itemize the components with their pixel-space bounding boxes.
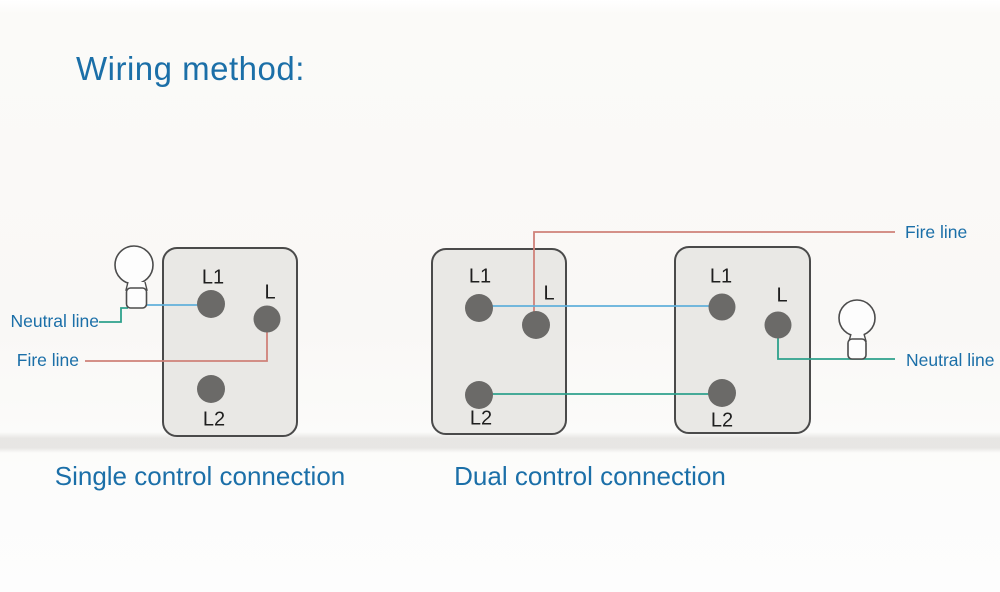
page-title: Wiring method: [76,50,305,87]
terminal-label-l1: L1 [201,266,225,289]
terminal-label-l2: L2 [469,407,493,430]
watermark-band [0,432,1000,453]
terminal-l2 [708,379,736,407]
neutral-line-label: Neutral line [906,350,995,370]
light-bulb-icon [114,245,154,309]
terminal-l1 [197,290,225,318]
neutral-line-label: Neutral line [10,311,99,331]
single-neutral-wire [99,307,128,323]
terminal-l [764,311,792,339]
dual-fire-wire [533,231,895,313]
single-control-caption: Single control connection [54,461,346,491]
terminal-l [253,305,281,333]
light-bulb-icon [838,299,876,360]
terminal-l2 [465,381,493,409]
terminal-label-l1: L1 [709,265,733,288]
terminal-label-l1: L1 [468,265,492,288]
terminal-label-l: L [776,284,788,307]
dual-switch-right-body [674,246,811,434]
terminal-label-l: L [543,282,555,305]
single-fire-wire [85,324,268,362]
fire-line-label: Fire line [905,222,968,242]
dual-switch-left-body [431,248,567,435]
single-switch-body [162,247,298,437]
terminal-l [522,311,550,339]
terminal-l1 [465,294,493,322]
terminal-l2 [197,375,225,403]
dual-control-caption: Dual control connection [454,461,726,491]
terminal-l1 [708,293,736,321]
terminal-label-l: L [264,281,276,304]
terminal-label-l2: L2 [202,408,226,431]
terminal-label-l2: L2 [710,409,734,432]
fire-line-label: Fire line [16,350,79,370]
